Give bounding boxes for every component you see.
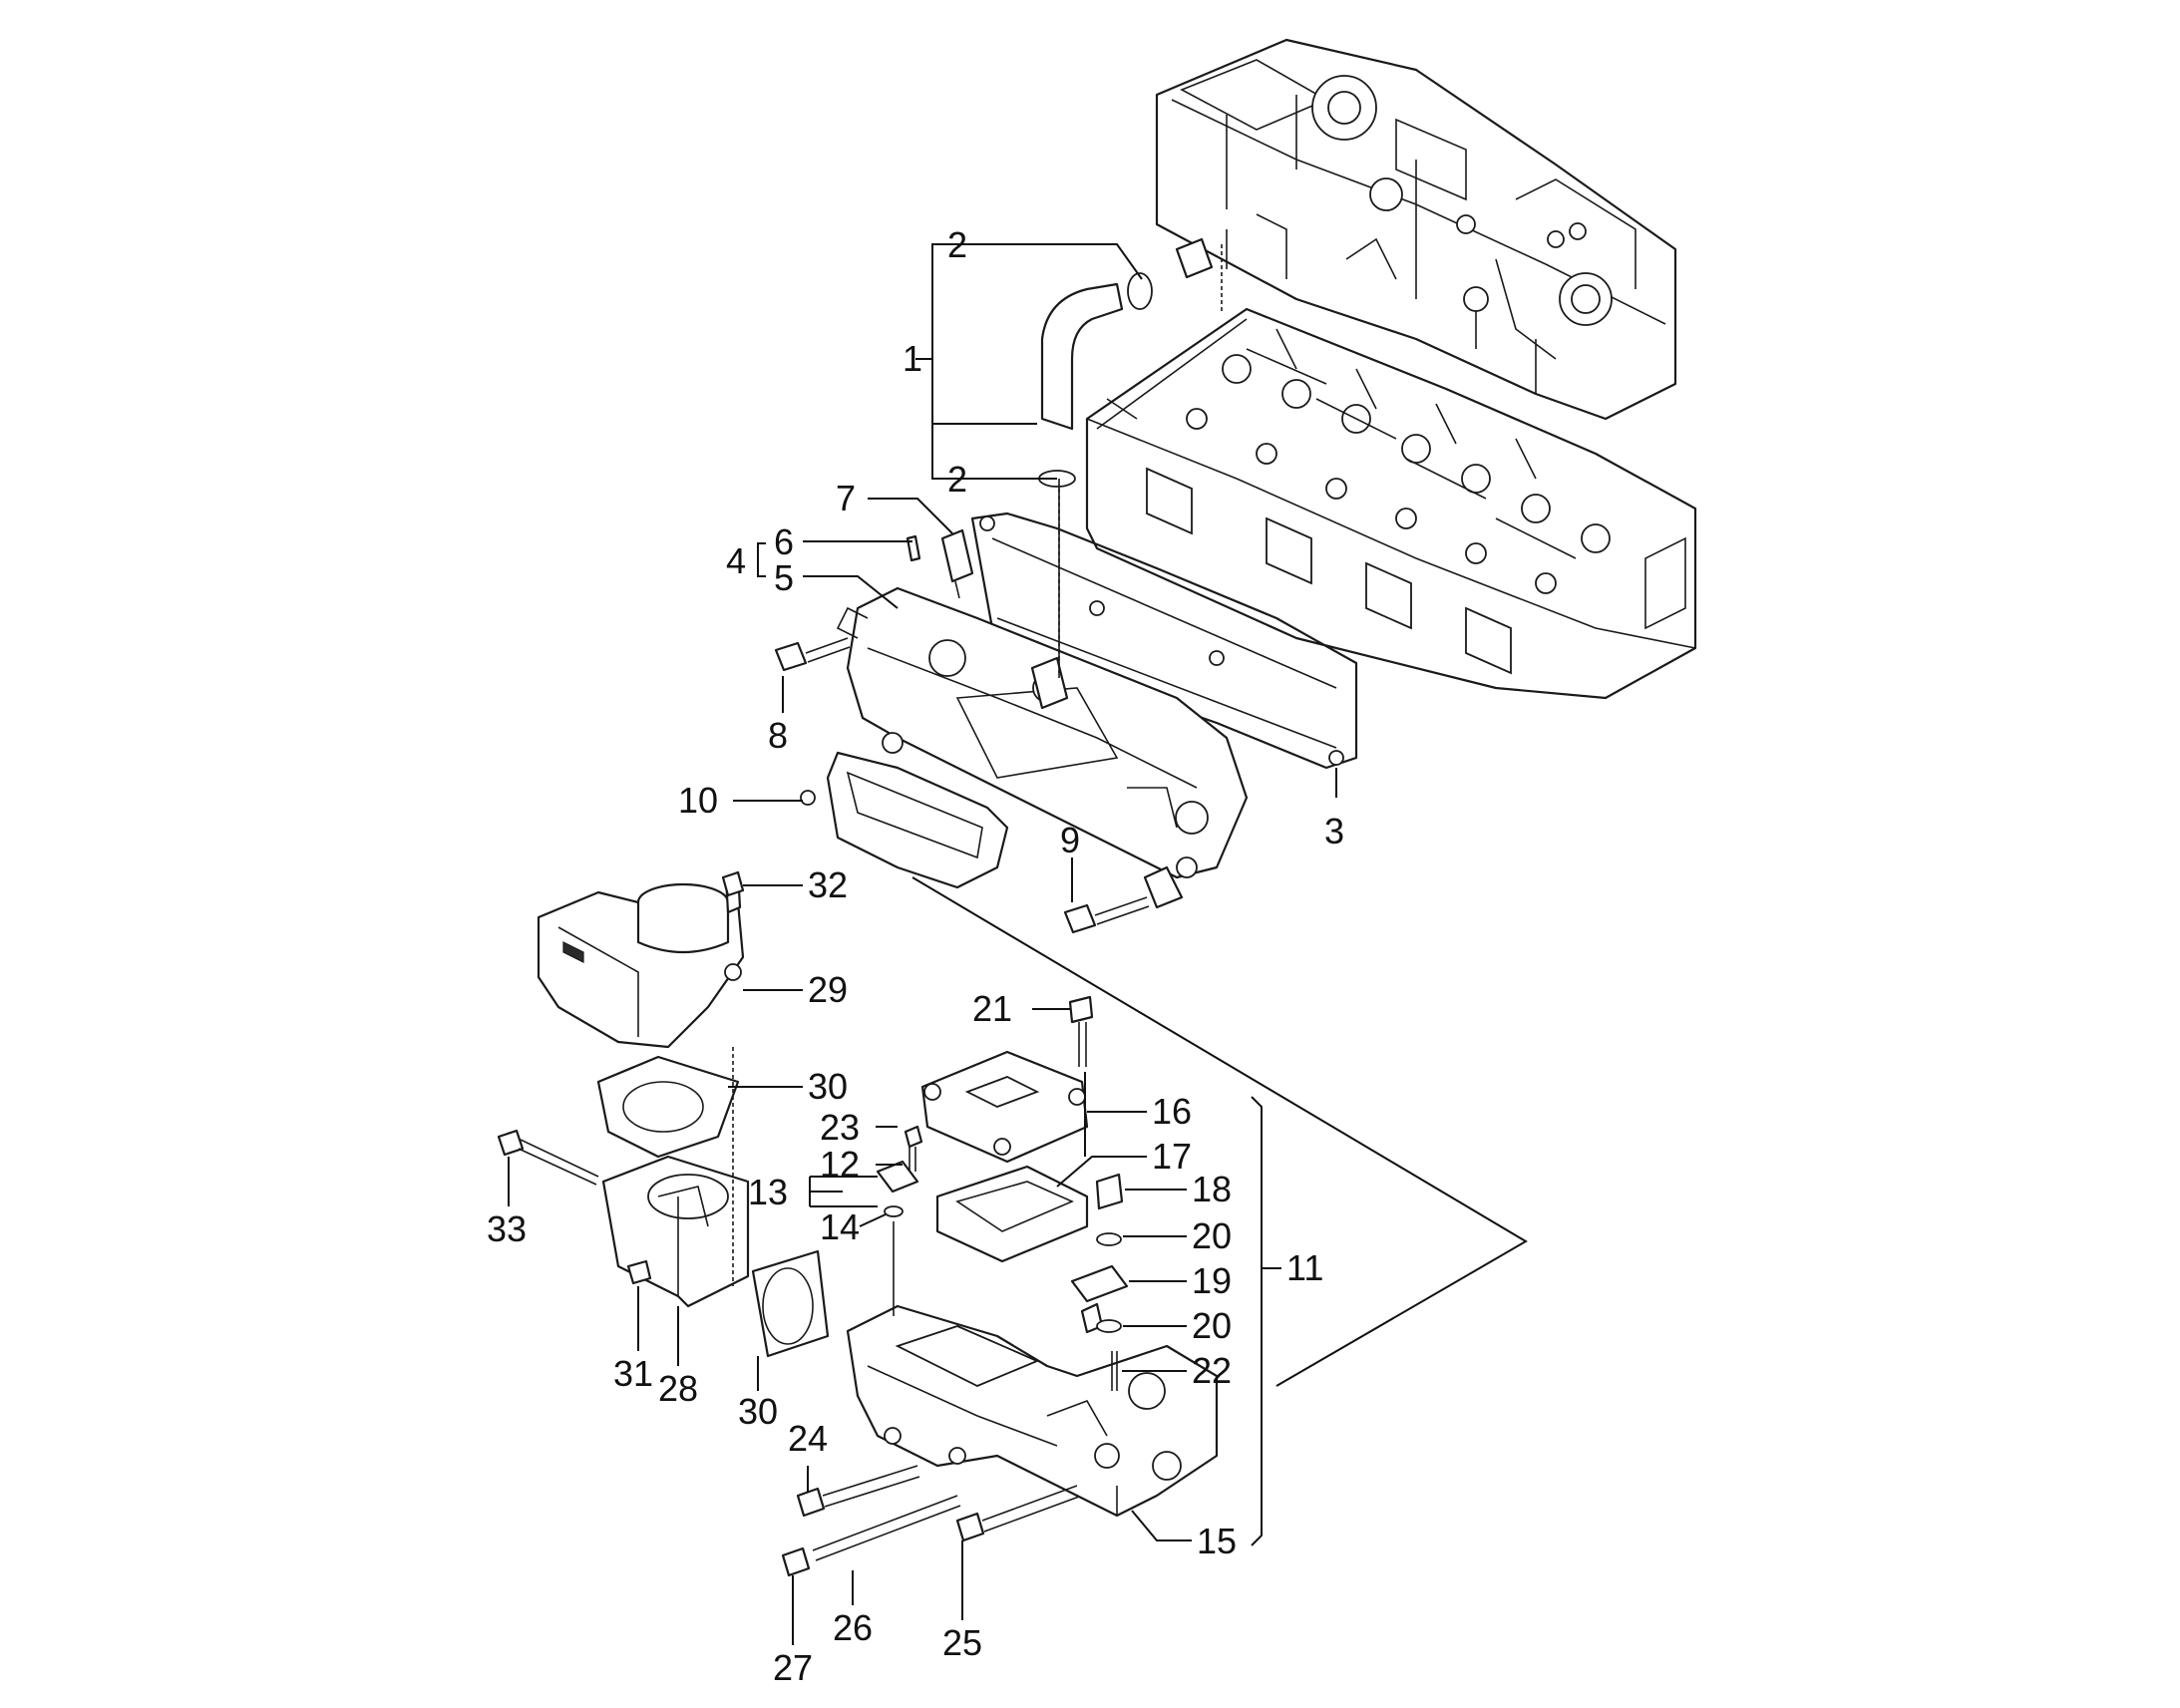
throttle-bolt	[721, 870, 745, 897]
callout-32: 32	[808, 864, 848, 905]
leader-lines	[508, 243, 1528, 1645]
callout-13: 13	[748, 1172, 788, 1212]
callout-29: 29	[808, 969, 848, 1010]
manifold-bolts	[774, 637, 1150, 934]
egr-housing	[846, 1304, 1219, 1518]
callout-12: 12	[820, 1144, 860, 1185]
callout-30-upper: 30	[808, 1066, 848, 1107]
callout-31: 31	[613, 1353, 653, 1394]
callout-30-lower: 30	[738, 1391, 778, 1432]
callout-18: 18	[1192, 1169, 1232, 1209]
throttle-adapter	[601, 1155, 750, 1308]
callout-4: 4	[726, 540, 746, 581]
callout-2-lower: 2	[947, 459, 967, 500]
cylinder-head	[1085, 307, 1697, 700]
throttle-body-gasket-upper	[596, 1055, 740, 1159]
throttle-body-gasket-lower	[751, 1249, 830, 1358]
throttle-body	[537, 870, 745, 1049]
housing-bolts	[781, 1465, 1080, 1577]
rocker-cover	[1155, 38, 1677, 421]
callout-27: 27	[773, 1647, 813, 1688]
egr-cover-plate	[920, 1050, 1089, 1164]
callout-14: 14	[820, 1206, 860, 1247]
callout-26: 26	[833, 1607, 873, 1648]
callout-8: 8	[768, 715, 788, 756]
throttle-flange-gasket	[800, 751, 1009, 889]
callout-16: 16	[1152, 1091, 1192, 1132]
callout-20-upper: 20	[1192, 1215, 1232, 1256]
callout-3: 3	[1324, 811, 1344, 852]
callout-25: 25	[942, 1622, 982, 1663]
temperature-sensor	[906, 528, 974, 599]
callout-17: 17	[1152, 1136, 1192, 1177]
long-bolt	[497, 1129, 599, 1186]
callout-9: 9	[1060, 820, 1080, 860]
callout-19: 19	[1192, 1260, 1232, 1301]
callout-21: 21	[972, 988, 1012, 1029]
callout-6: 6	[774, 521, 794, 562]
callout-11: 11	[1286, 1247, 1323, 1288]
egr-cover-gasket	[935, 1165, 1089, 1263]
coolant-fittings	[1070, 1173, 1129, 1391]
small-bolt	[626, 1259, 652, 1285]
callout-33: 33	[487, 1208, 527, 1249]
callout-22: 22	[1192, 1350, 1232, 1391]
callout-28: 28	[658, 1368, 698, 1409]
callout-1: 1	[903, 338, 922, 379]
callout-labels: 1 2 2 3 4 5 6 7 8 9 10 11 12 13 14 15 16…	[487, 224, 1344, 1688]
callout-15: 15	[1197, 1521, 1237, 1561]
callout-24: 24	[788, 1418, 828, 1459]
sensor-bracket	[876, 1125, 923, 1316]
intake-manifold	[836, 586, 1249, 909]
callout-7: 7	[836, 478, 856, 518]
callout-5: 5	[774, 557, 794, 598]
callout-2-upper: 2	[947, 224, 967, 265]
callout-20-lower: 20	[1192, 1305, 1232, 1346]
cover-bolt	[1068, 995, 1094, 1157]
callout-23: 23	[820, 1107, 860, 1148]
callout-10: 10	[678, 780, 718, 821]
